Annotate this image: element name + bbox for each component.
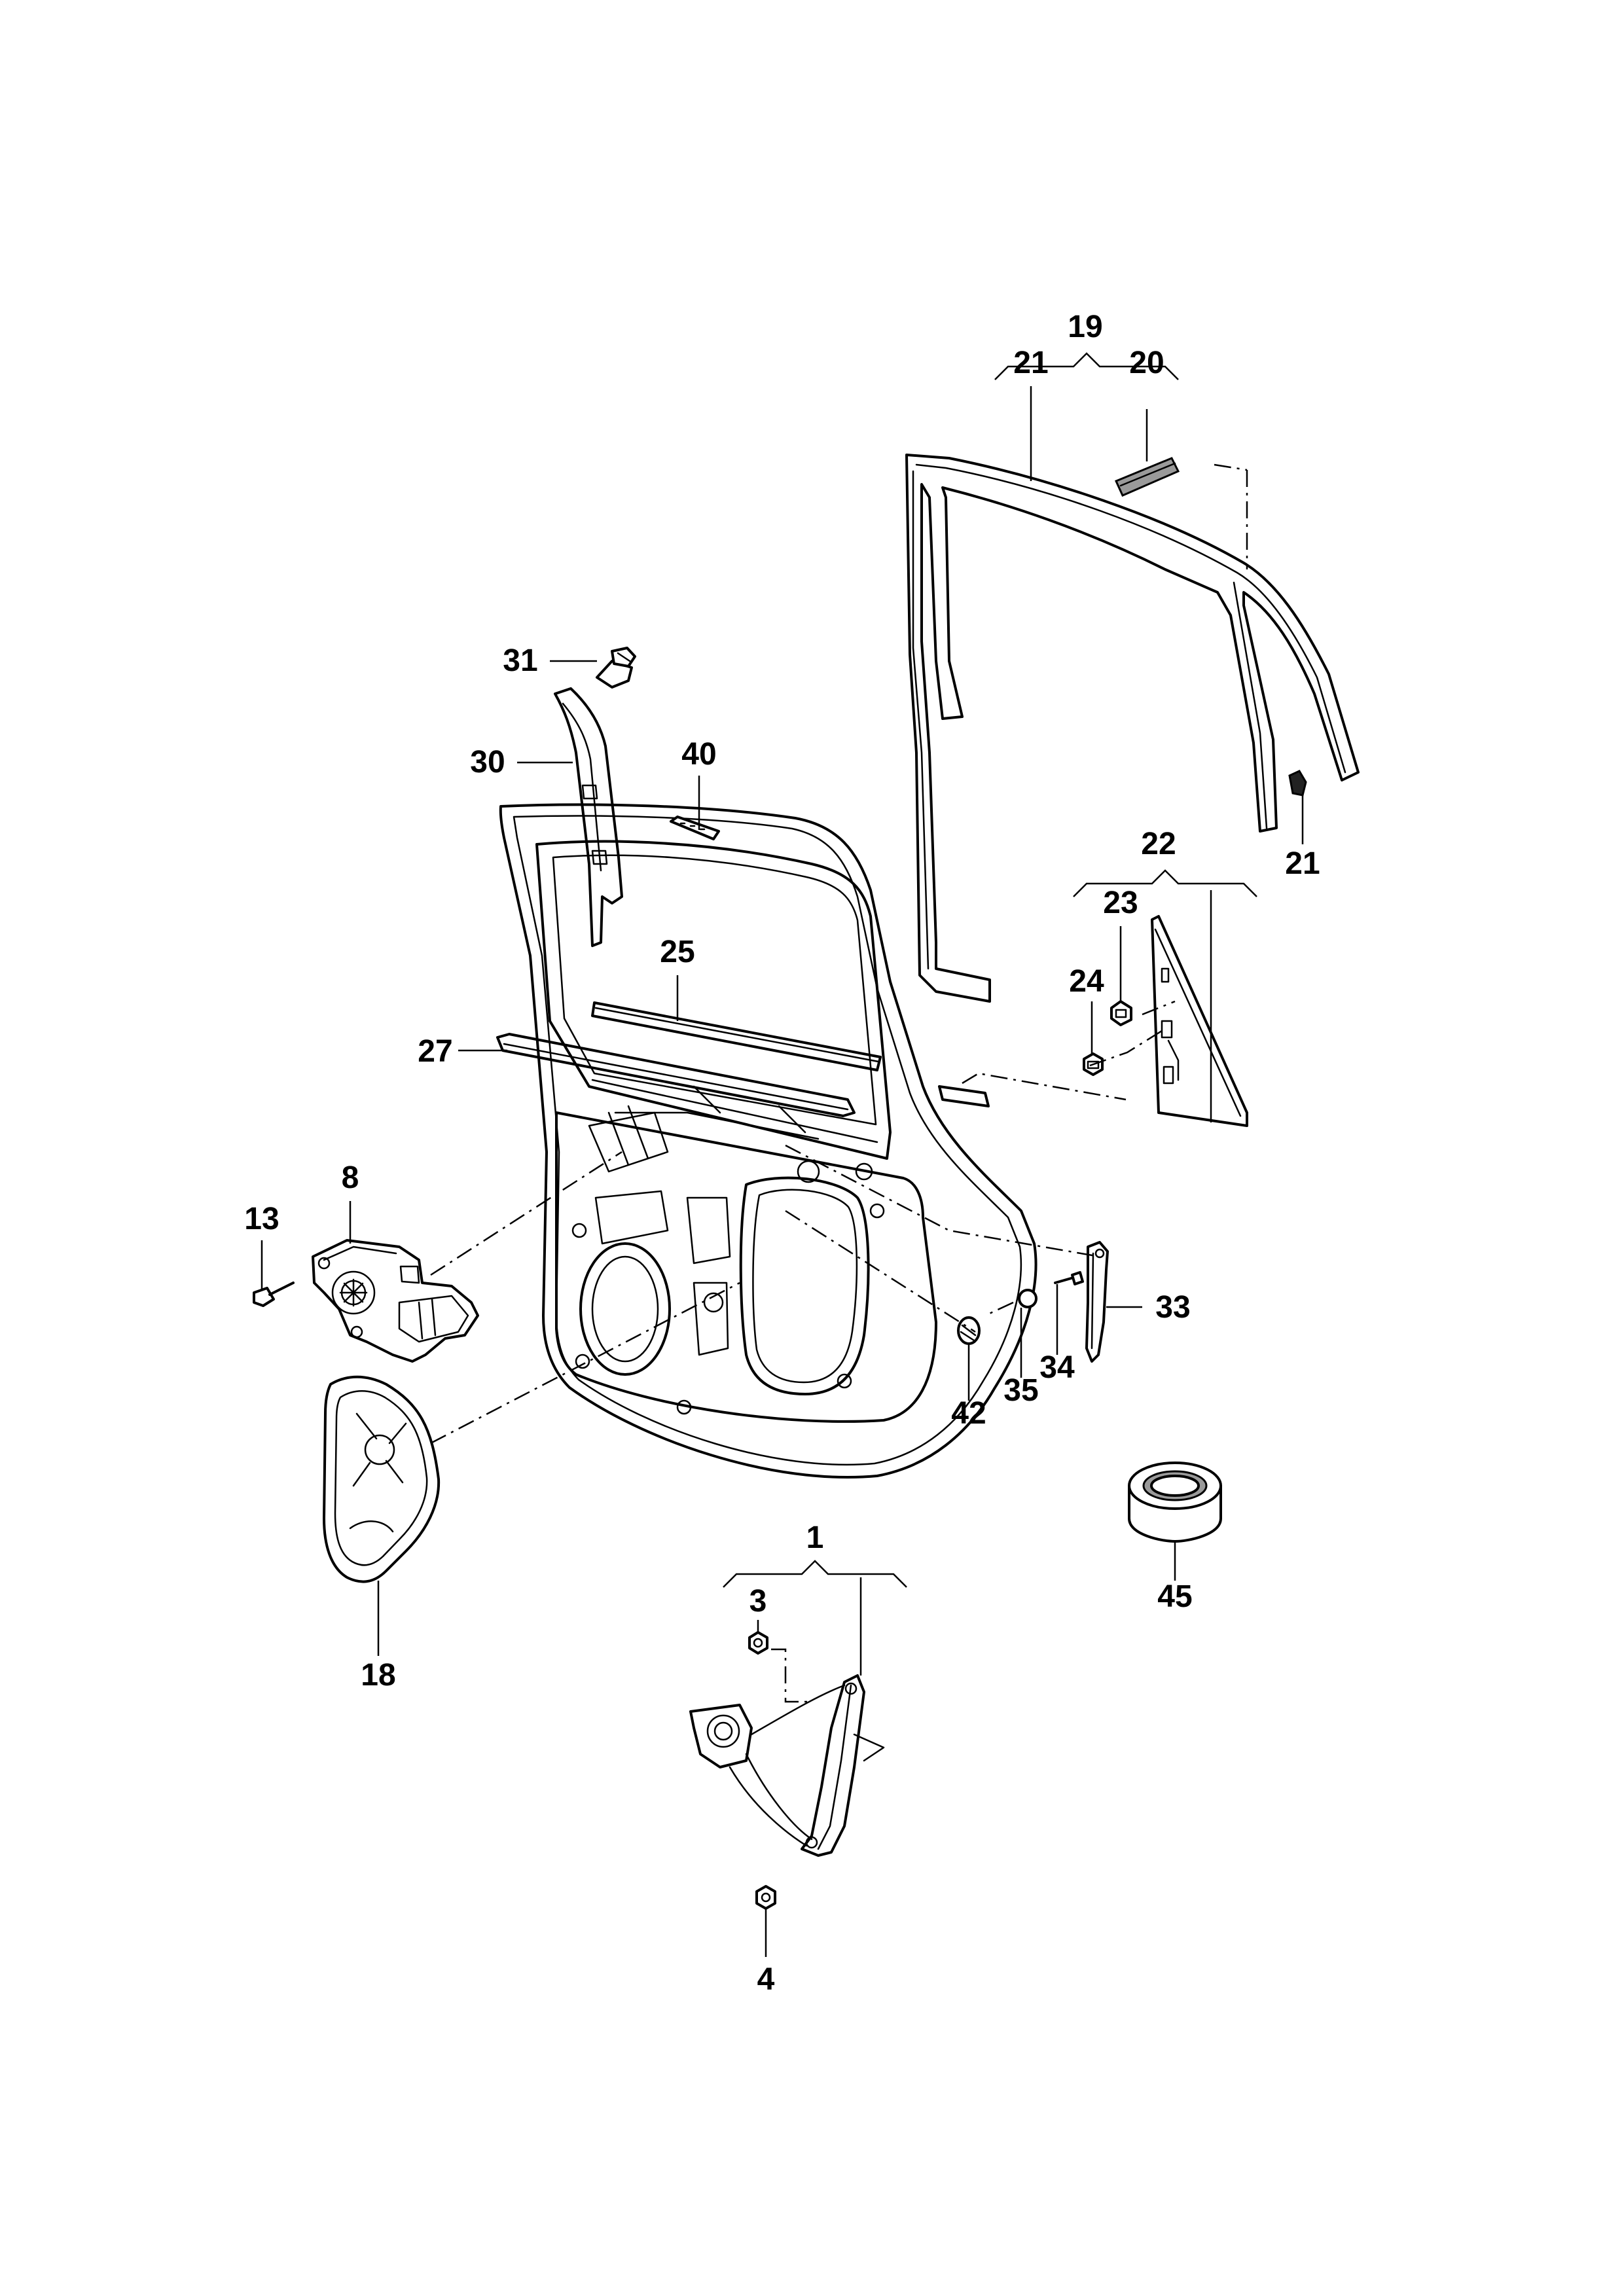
callout-35: 35 [1003,1373,1038,1408]
glass-run-channel [905,454,1360,1003]
callout-33: 33 [1155,1290,1190,1325]
pad-40 [670,816,720,840]
inner-belt-seal-25 [591,1001,882,1071]
callout-24: 24 [1069,964,1104,999]
clip-31 [596,647,636,689]
plug-42 [957,1316,981,1345]
callout-1: 1 [806,1520,824,1555]
callout-27: 27 [418,1034,452,1069]
callout-22: 22 [1141,827,1176,861]
nut-4 [755,1885,776,1910]
callout-42: 42 [951,1396,986,1431]
callout-labels: 19 21 20 31 30 40 21 22 23 25 24 27 8 13… [244,310,1320,1997]
belt-strip-right [938,1085,990,1107]
callout-20: 20 [1129,346,1164,380]
guide-rail-30 [554,687,623,947]
nut-3 [748,1631,768,1655]
tape-roll-45 [1128,1462,1222,1543]
callout-13: 13 [244,1202,279,1236]
callout-8: 8 [342,1160,359,1195]
window-regulator-1 [689,1674,885,1857]
callout-18: 18 [361,1658,395,1693]
callout-3: 3 [749,1584,767,1619]
callout-34: 34 [1039,1350,1075,1385]
callout-21-bottom: 21 [1285,846,1320,881]
callout-21-top: 21 [1013,346,1048,380]
washer-35 [1018,1289,1038,1308]
assembly-lines [430,463,1248,1703]
speaker-seal-18 [323,1375,441,1583]
clip-20 [1114,457,1180,497]
clip-21 [1288,770,1307,797]
nut-23 [1110,1000,1132,1026]
callout-45: 45 [1157,1579,1192,1614]
callout-30: 30 [470,745,505,780]
callout-19: 19 [1068,310,1102,344]
triangle-cover-22 [1151,915,1248,1127]
leader-lines [261,352,1304,1957]
callout-31: 31 [503,643,537,678]
callout-25: 25 [660,935,695,969]
callout-23: 23 [1103,886,1138,920]
callout-4: 4 [757,1962,775,1997]
screw-13 [253,1282,295,1307]
door-shell [499,803,1038,1479]
window-motor-8 [312,1239,479,1363]
screw-34 [1054,1271,1084,1285]
callout-40: 40 [681,737,716,772]
bracket-33 [1085,1241,1109,1363]
